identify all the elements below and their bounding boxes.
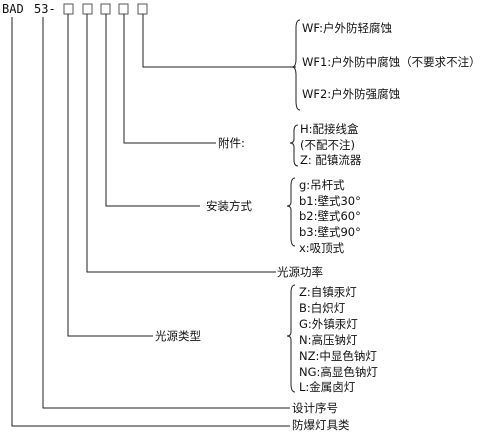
- bracket-accessory: [289, 124, 299, 167]
- leader-corrosion: [142, 14, 296, 68]
- category-label: 防爆灯具类: [292, 418, 350, 432]
- design-label: 设计序号: [292, 401, 338, 415]
- source-option-n: N:高压钠灯: [299, 333, 358, 347]
- accessory-note: (不配不注): [300, 138, 355, 152]
- leader-accessory: [123, 14, 216, 144]
- corrosion-option-wf: WF:户外防轻腐蚀: [302, 21, 392, 35]
- mounting-option-b3: b3:壁式90°: [299, 225, 361, 239]
- model-prefix: BAD: [2, 2, 24, 16]
- source-option-b: B:白炽灯: [299, 301, 346, 315]
- bracket-mounting: [286, 177, 296, 247]
- mounting-option-g: g:吊杆式: [299, 178, 345, 192]
- accessory-option-z: Z: 配镇流器: [300, 153, 362, 167]
- leader-power: [86, 14, 276, 273]
- leader-design: [42, 17, 290, 409]
- source-option-nz: NZ:中显色钠灯: [299, 349, 377, 363]
- source-option-g: G:外镇汞灯: [299, 317, 358, 331]
- source-option-l: L:金属卤灯: [299, 380, 356, 394]
- corrosion-option-wf1: WF1:户外防中腐蚀（不要求不注）: [302, 55, 481, 69]
- mounting-label: 安装方式: [206, 199, 252, 213]
- mounting-option-b2: b2:壁式60°: [299, 209, 361, 223]
- leader-category: [11, 17, 290, 427]
- mounting-option-x: x:吸顶式: [299, 241, 345, 255]
- power-label: 光源功率: [277, 265, 323, 279]
- leader-mounting: [105, 14, 200, 207]
- bracket-source: [286, 284, 296, 393]
- source-label: 光源类型: [155, 329, 201, 343]
- code-box-accessory: [118, 3, 129, 15]
- code-box-mounting: [100, 3, 111, 15]
- leader-source: [67, 14, 153, 337]
- source-option-ng: NG:高显色钠灯: [299, 365, 378, 379]
- code-box-source: [63, 3, 74, 15]
- bracket-corrosion: [291, 19, 301, 111]
- code-box-power: [82, 3, 93, 15]
- code-box-corrosion: [137, 3, 148, 15]
- source-option-z: Z:自镇汞灯: [299, 285, 357, 299]
- model-series: 53-: [34, 2, 56, 16]
- mounting-option-b1: b1:壁式30°: [299, 194, 361, 208]
- corrosion-option-wf2: WF2:户外防强腐蚀: [302, 87, 400, 101]
- accessory-label: 附件:: [218, 136, 245, 150]
- accessory-option-h: H:配接线盒: [300, 122, 359, 136]
